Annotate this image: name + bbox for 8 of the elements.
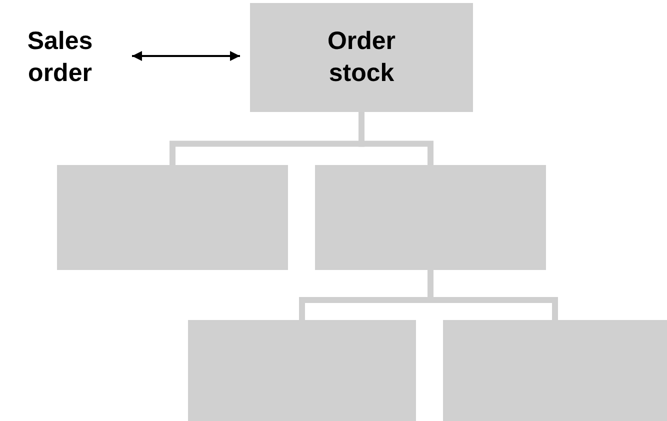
org-chart-box: [443, 320, 667, 421]
double-arrow: [132, 51, 240, 61]
org-chart-box: [188, 320, 416, 421]
node-label: Sales order: [26, 26, 94, 88]
org-chart-box: [250, 3, 473, 112]
node-label: Order stock: [326, 26, 397, 88]
org-chart-box: [57, 165, 288, 270]
org-chart-box: [315, 165, 546, 270]
